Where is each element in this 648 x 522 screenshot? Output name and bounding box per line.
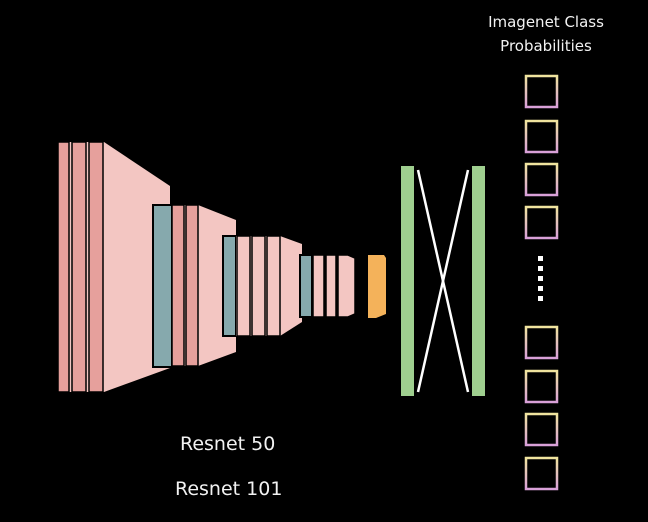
output-box — [524, 74, 559, 109]
output-box — [524, 162, 559, 197]
conv-stage-2 — [152, 204, 236, 368]
batch-norm-layer-3 — [222, 235, 237, 337]
model-label-resnet-50: Resnet 50 — [180, 433, 276, 455]
conv-stage-3-slab-b — [251, 235, 266, 337]
output-class-boxes — [524, 74, 559, 491]
conv-stage-4-slab-a — [312, 254, 325, 318]
model-label-resnet-101: Resnet 101 — [175, 478, 283, 500]
batch-norm-layer-2 — [152, 204, 173, 368]
output-box — [524, 205, 559, 240]
output-box — [524, 456, 559, 491]
output-box — [524, 119, 559, 154]
output-box — [524, 325, 559, 360]
output-box — [524, 369, 559, 404]
conv-stage-4 — [299, 254, 356, 318]
output-box — [524, 412, 559, 447]
conv-stage-4-trapezoid — [337, 254, 356, 318]
conv-stage-1-slab-c — [88, 141, 104, 393]
dense-layer-left — [401, 166, 414, 396]
conv-stage-3-slab-c — [266, 235, 281, 337]
vertical-ellipsis-icon — [538, 256, 543, 301]
conv-stage-2-slab-a — [171, 204, 185, 367]
output-heading-line-2: Probabilities — [500, 37, 592, 55]
conv-stage-1 — [57, 141, 170, 393]
conv-stage-3 — [222, 235, 302, 337]
conv-stage-2-slab-b — [185, 204, 199, 367]
conv-stage-1-slab-a — [57, 141, 70, 393]
fully-connected-layer — [401, 166, 485, 396]
dense-layer-right — [472, 166, 485, 396]
conv-stage-4-slab-b — [325, 254, 337, 318]
pooling-layer — [368, 255, 386, 318]
output-heading-line-1: Imagenet Class — [488, 13, 604, 31]
conv-stage-3-slab-a — [236, 235, 251, 337]
conv-stage-1-slab-b — [71, 141, 87, 393]
pooling-layer-shape — [368, 255, 386, 318]
dense-connection-2 — [416, 169, 470, 393]
batch-norm-layer-4 — [299, 254, 313, 318]
